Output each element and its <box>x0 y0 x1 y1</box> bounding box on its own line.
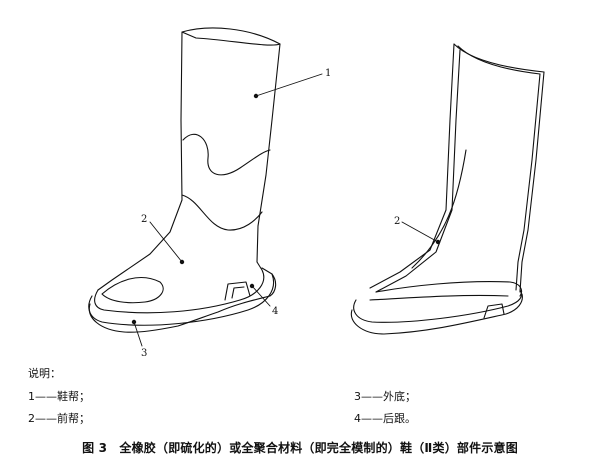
left-boot-outsole <box>88 267 277 333</box>
figure-caption: 图 3 全橡胶（即硫化的）或全聚合材料（即完全模制的）鞋（Ⅱ类）部件示意图 <box>82 441 518 455</box>
leader-dot <box>249 283 255 289</box>
left-boot-heel <box>224 281 251 301</box>
left-boot-upper-boundary <box>181 133 271 231</box>
right-boot-insole <box>369 281 523 301</box>
leader-dot <box>253 93 259 99</box>
legend-item-upper: 1——鞋帮； <box>28 390 90 403</box>
callout-left-3: 3 <box>141 348 147 359</box>
legend-item-outsole: 3——外底； <box>354 390 416 403</box>
legend-item-heel: 4——后跟。 <box>354 412 416 425</box>
leader-dot <box>435 239 441 245</box>
callout-right-2: 2 <box>394 216 400 227</box>
leader-dot <box>179 259 185 265</box>
left-boot-toe-cap <box>101 277 164 304</box>
boot-parts-diagram: 1 2 3 4 2 <box>88 27 545 359</box>
callout-left-4: 4 <box>272 306 278 317</box>
leader-dot <box>131 319 137 325</box>
right-boot-outsole <box>350 289 523 335</box>
legend-heading: 说明： <box>28 367 61 380</box>
left-boot-outline <box>94 27 281 314</box>
leader-lines <box>133 73 439 347</box>
legend-item-front-part: 2——前帮； <box>28 412 90 425</box>
callout-left-1: 1 <box>325 68 331 79</box>
callout-left-2: 2 <box>141 214 147 225</box>
right-boot-outline <box>369 43 545 293</box>
